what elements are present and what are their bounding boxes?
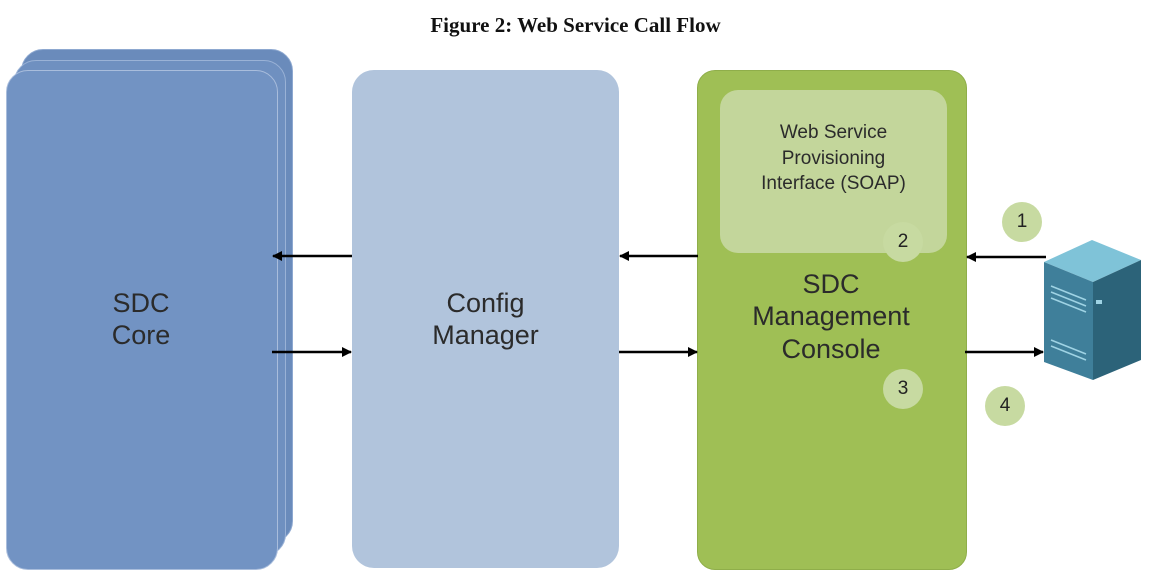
figure-title: Figure 2: Web Service Call Flow — [430, 13, 721, 37]
sdc-core-label: SDC Core — [111, 288, 171, 351]
management-console-label: SDC Management Console — [752, 269, 910, 364]
step-2-badge: 2 — [883, 222, 923, 262]
sdc-core-box — [6, 70, 278, 570]
web-service-label: Web Service Provisioning Interface (SOAP… — [761, 122, 906, 195]
config-manager-box — [352, 70, 619, 568]
step-1-badge: 1 — [1002, 202, 1042, 242]
step-4-badge: 4 — [985, 386, 1025, 426]
step-3-badge: 3 — [883, 369, 923, 409]
config-manager-label: Config Manager — [432, 288, 539, 351]
